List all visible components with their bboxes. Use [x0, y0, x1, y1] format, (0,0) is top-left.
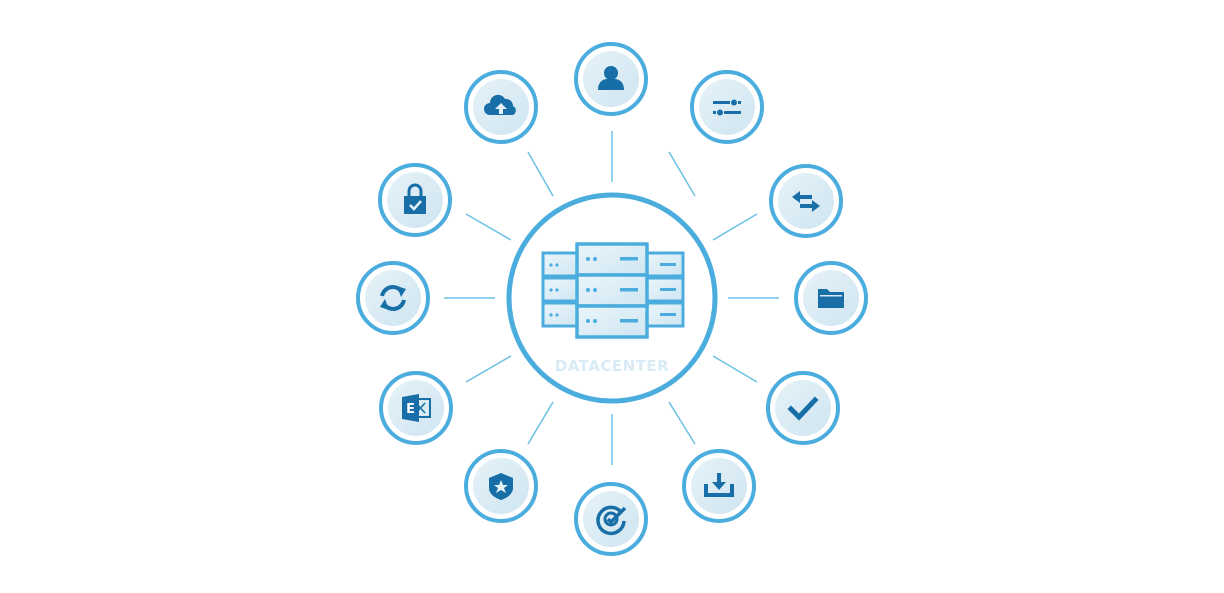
- service-nodes: E: [356, 42, 868, 556]
- node-verified[interactable]: [766, 371, 840, 445]
- connector-line: [668, 401, 696, 445]
- exchange-letter: E: [406, 402, 415, 417]
- node-target[interactable]: [574, 482, 648, 556]
- folder-icon: [818, 289, 844, 308]
- connector-line: [527, 401, 554, 445]
- transfer-arrows-icon: [792, 191, 820, 212]
- sliders-icon: [713, 99, 741, 116]
- connector-line: [465, 355, 512, 383]
- target-check-icon: [596, 505, 627, 536]
- user-icon: [598, 66, 624, 90]
- datacenter-hub[interactable]: DATACENTER: [506, 192, 718, 404]
- cloud-upload-icon: [484, 94, 516, 115]
- node-security[interactable]: [464, 449, 538, 523]
- node-exchange[interactable]: E: [379, 371, 453, 445]
- shield-star-icon: [489, 473, 513, 500]
- connector-line: [527, 151, 554, 197]
- server-rack-icon: [541, 242, 685, 339]
- connector-lines: [444, 131, 779, 465]
- download-tray-icon: [704, 473, 734, 497]
- node-folder[interactable]: [794, 261, 868, 335]
- node-sync[interactable]: [356, 261, 430, 335]
- exchange-icon: E: [402, 394, 431, 422]
- node-cloud[interactable]: [464, 70, 538, 144]
- connector-line: [668, 151, 696, 197]
- connector-line: [465, 213, 512, 241]
- node-transfer[interactable]: [769, 164, 843, 238]
- node-settings[interactable]: [690, 70, 764, 144]
- node-lock[interactable]: [378, 163, 452, 237]
- node-user[interactable]: [574, 42, 648, 116]
- connector-line: [712, 213, 758, 241]
- connector-line: [712, 355, 758, 383]
- hub-label: DATACENTER: [555, 357, 669, 375]
- checkmark-icon: [787, 396, 819, 421]
- node-download[interactable]: [682, 449, 756, 523]
- lock-check-icon: [404, 183, 426, 214]
- sync-icon: [380, 285, 406, 311]
